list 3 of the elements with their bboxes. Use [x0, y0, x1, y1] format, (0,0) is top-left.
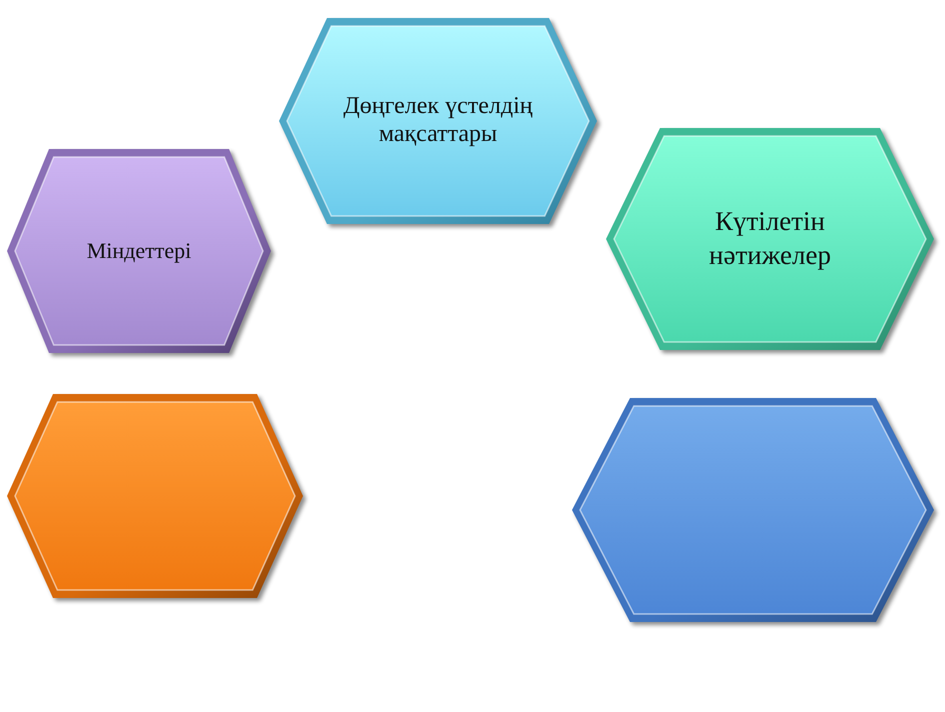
- node-label: Күтілетін нәтижелер: [708, 205, 832, 272]
- node-label: Міндеттері: [86, 237, 192, 265]
- node-label: Дөңгелек үстелдің мақсаттары: [342, 93, 534, 149]
